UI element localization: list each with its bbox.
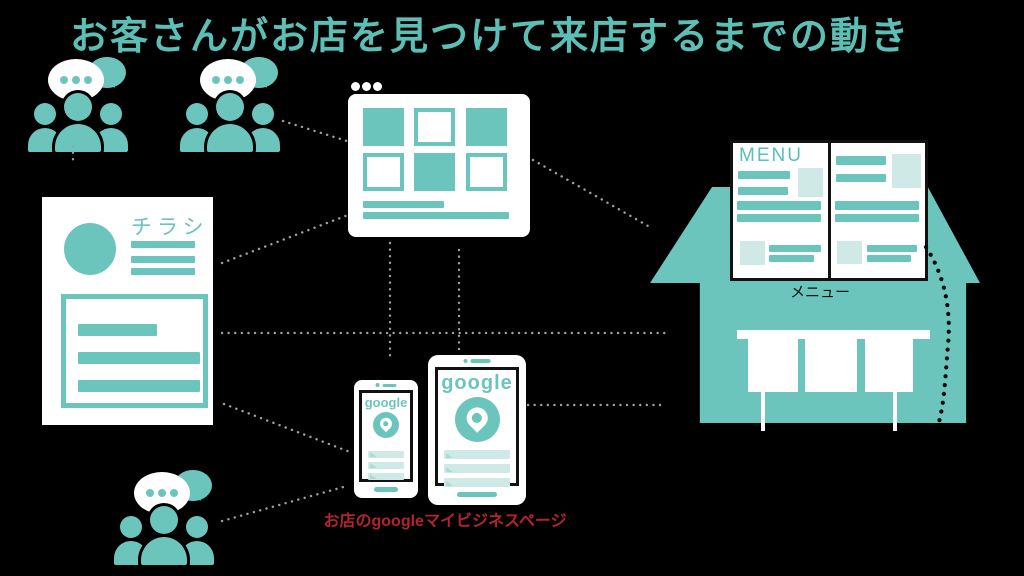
phone-screen: google [359,390,413,482]
home-bar-icon [457,492,497,497]
persons [180,92,280,152]
speaker-icon [375,383,397,387]
google-logo-text: google [364,395,408,410]
flyer-content-box [61,294,208,408]
menu-photo [797,168,823,197]
flyer-label: チラシ [131,216,209,239]
gallery-tile [466,108,507,146]
speech-bubble-icon [48,57,126,105]
browser-text-bar [363,201,444,208]
flyer-content-bar [78,380,200,392]
menu-text-bar [834,201,919,210]
people-group-icon [180,57,280,152]
smartphone-icon: google [354,380,418,498]
tablet-icon: google [428,355,526,505]
map-pin-icon [373,412,399,438]
flyer-text-line [131,268,195,275]
gallery-tile [363,108,404,146]
menu-label: メニュー [789,284,850,301]
menu-text-bar [835,156,886,165]
home-bar-icon [374,487,398,492]
menu-text-bar [737,214,821,222]
menu-page-left: MENU [733,143,831,278]
phone-screen: google [435,367,519,487]
counter-icon [737,330,930,339]
map-pin-icon [454,397,500,442]
window-buttons-icon [351,82,382,91]
menu-photo [836,241,862,264]
menu-text-bar [835,174,886,182]
counter-panel [748,339,798,392]
menu-text-bar [769,245,821,252]
browser-text-bar [363,212,509,219]
flyer-content-bar [78,352,200,364]
menu-book-icon: MENU [730,140,928,281]
menu-text-bar [866,245,917,252]
menu-page-right [831,143,926,278]
counter-panel [805,339,857,392]
people-group-icon [114,470,214,565]
gallery-tile [414,108,455,146]
menu-text-bar [866,255,911,262]
menu-photo [740,241,765,265]
browser-window-icon [348,81,530,237]
flyer-icon: チラシ [42,197,213,425]
flyer-text-line [131,256,195,263]
menu-text-bar [834,214,919,222]
speaker-icon [463,359,491,363]
flyer-photo-circle [64,223,116,275]
flyer-text-line [131,241,195,248]
menu-text-bar [738,187,788,195]
persons [114,505,214,565]
listing-bars [444,450,510,487]
page-title: お客さんがお店を見つけて来店するまでの動き [70,16,911,58]
gallery-tile [466,153,507,191]
google-logo-text: google [441,372,513,394]
listing-bars [368,451,404,480]
counter-leg [761,392,765,431]
menu-text-bar [737,201,821,210]
counter-leg [893,392,897,431]
flyer-content-bar [78,324,157,336]
people-group-icon [28,57,128,152]
counter-panel [865,339,913,392]
menu-text-bar [738,171,790,179]
menu-title: MENU [739,145,803,166]
gallery-tile [414,153,455,191]
menu-photo [892,154,921,188]
menu-text-bar [769,255,814,262]
google-my-business-caption: お店のgoogleマイビジネスページ [323,513,567,530]
gallery-tile [363,153,404,191]
persons [28,92,128,152]
browser-body [348,94,530,237]
